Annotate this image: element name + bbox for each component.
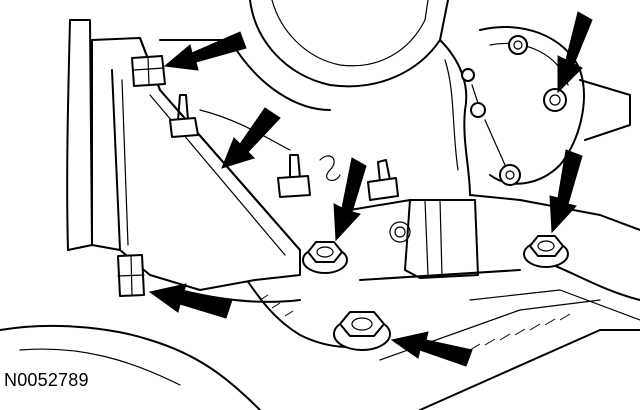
arrow-bracket [221,107,281,169]
bolt-left-lower [117,254,145,297]
bolt-top-left [131,55,166,87]
bolt-bottom-center [333,311,391,351]
arrow-center-left-bolt [333,157,367,242]
bolt-upper-right [543,88,567,112]
figure-id-label: N0052789 [4,370,89,390]
arrow-upper-right [557,11,593,94]
arrow-left-lower-bolt [148,283,233,319]
bolt-center-left [302,241,348,274]
bolt-right [523,235,569,268]
arrow-right-bolt [549,149,583,234]
center-block [349,199,521,281]
arrow-bottom-bolt [390,331,473,367]
arrow-top-left [163,31,247,71]
mount-bracket [91,37,301,303]
